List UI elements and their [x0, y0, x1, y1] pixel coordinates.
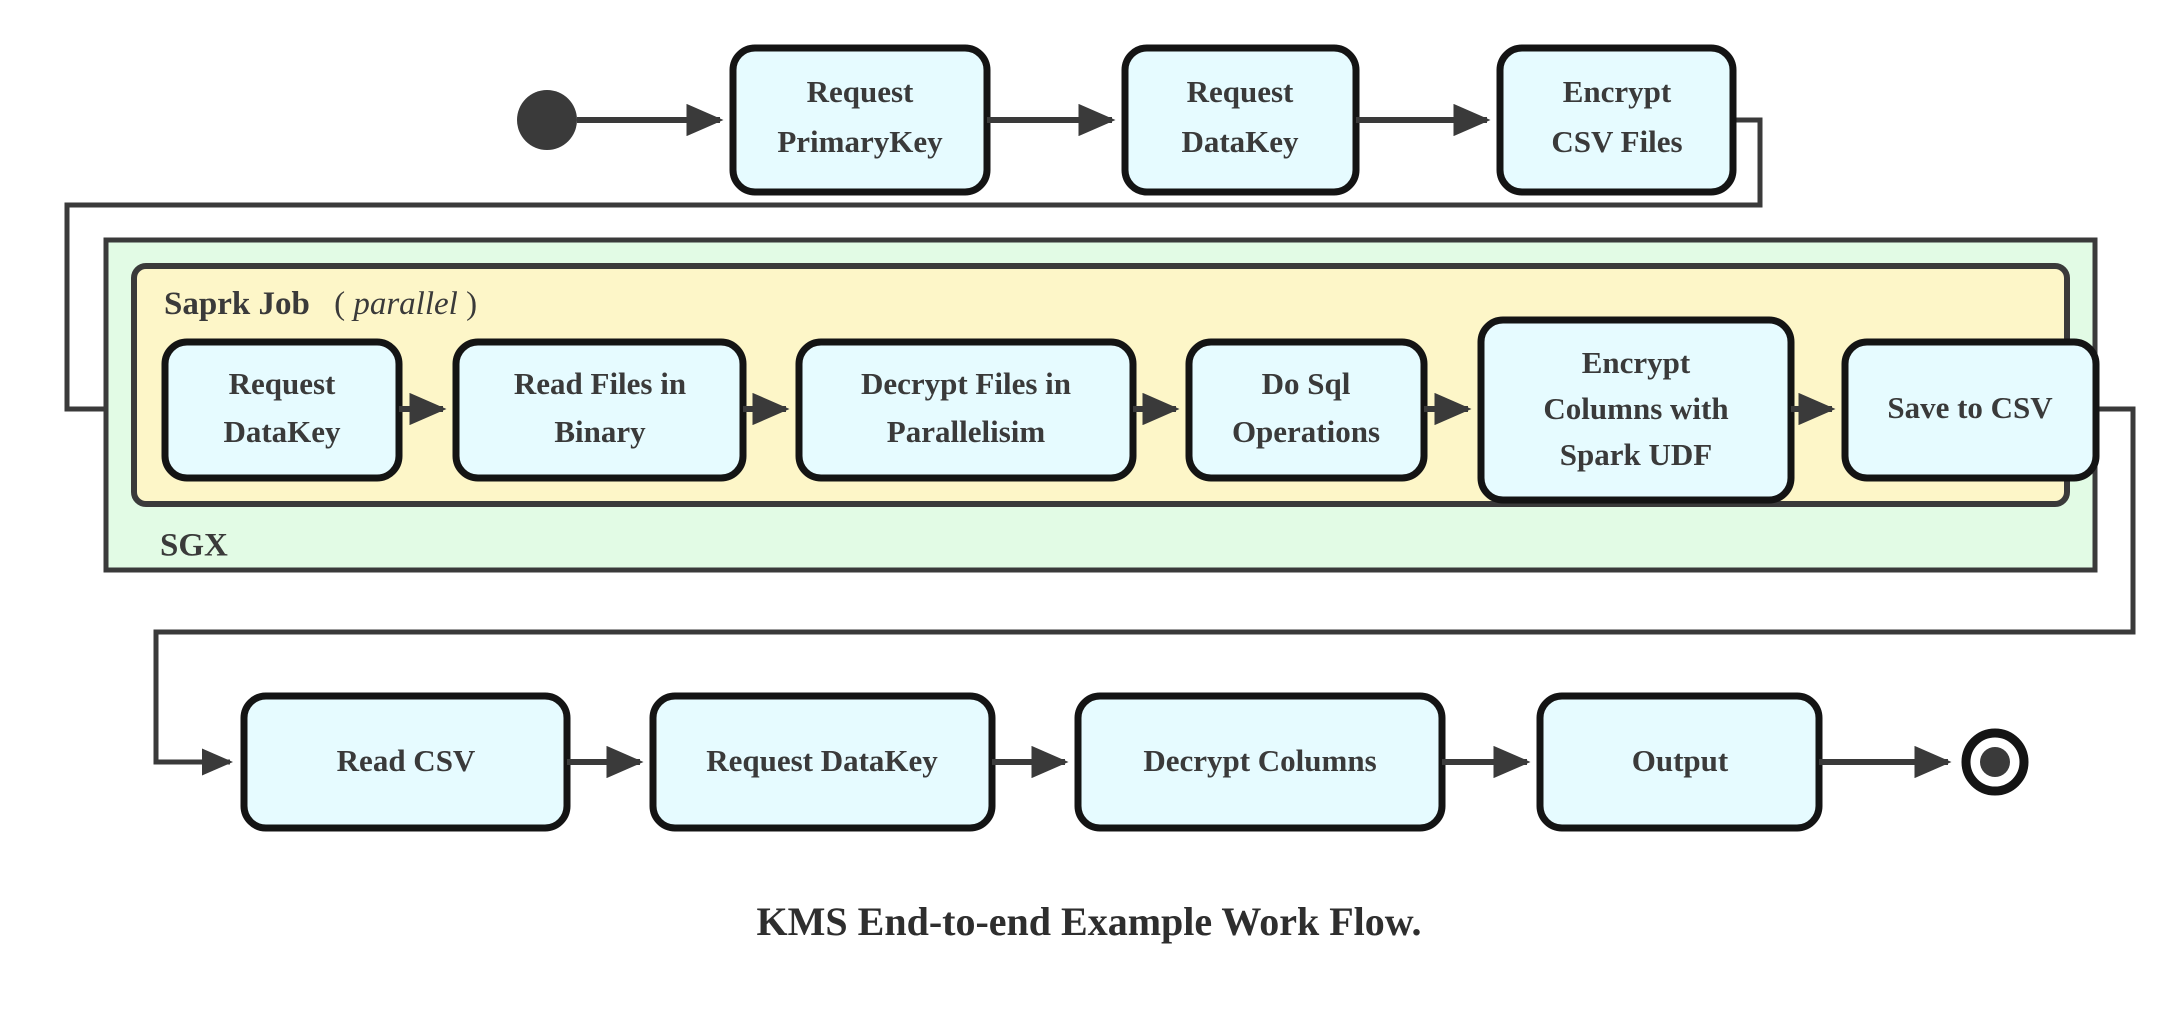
- node-decrypt-files-in-parallelisim-line-1: Parallelisim: [887, 414, 1046, 449]
- node-decrypt-files-in-parallelisim-line-0: Decrypt Files in: [861, 366, 1071, 401]
- container-spark-label-italic: parallel: [351, 286, 458, 322]
- end-node-dot: [1980, 747, 2010, 777]
- node-request-primarykey-line-0: Request: [807, 74, 914, 109]
- node-encrypt-csv-files-line-0: Encrypt: [1563, 74, 1672, 109]
- end-node-ring: [1961, 728, 2029, 796]
- container-spark-label-main: Saprk Job: [164, 286, 310, 322]
- container-spark-label-paren-close: ): [466, 286, 477, 322]
- node-decrypt-files-in-parallelisim[interactable]: [795, 338, 1137, 482]
- container-spark-label-group: Saprk Job ( parallel ): [164, 286, 477, 322]
- node-save-to-csv[interactable]: [1841, 338, 2100, 482]
- node-request-primarykey[interactable]: [729, 44, 991, 196]
- node-read-csv-line-0: Read CSV: [337, 743, 476, 778]
- edge-encrypt-csv-to-spark-datakey: [64, 117, 1763, 423]
- edge-save-csv-to-read-csv: [153, 406, 2136, 776]
- node-request-datakey-top-line-1: DataKey: [1181, 124, 1299, 159]
- node-request-datakey-top[interactable]: [1121, 44, 1360, 196]
- node-save-to-csv-line-0: Save to CSV: [1887, 390, 2053, 425]
- node-encrypt-columns-with-spark-udf-line-1: Columns with: [1543, 391, 1728, 426]
- container-sgx-label: SGX: [160, 528, 228, 564]
- node-request-datakey-spark-line-1: DataKey: [223, 414, 341, 449]
- node-output-line-0: Output: [1632, 743, 1729, 778]
- node-do-sql-operations-line-0: Do Sql: [1262, 366, 1351, 401]
- start-node: [517, 90, 577, 150]
- node-do-sql-operations-line-1: Operations: [1232, 414, 1380, 449]
- node-decrypt-columns-line-0: Decrypt Columns: [1143, 743, 1376, 778]
- node-request-datakey-top-line-0: Request: [1187, 74, 1294, 109]
- node-request-datakey-spark[interactable]: [161, 338, 403, 482]
- node-encrypt-csv-files[interactable]: [1496, 44, 1737, 196]
- node-encrypt-columns-with-spark-udf-line-0: Encrypt: [1582, 345, 1691, 380]
- node-do-sql-operations[interactable]: [1185, 338, 1428, 482]
- container-spark-label-paren-open: (: [334, 286, 345, 322]
- node-request-datakey-spark-line-0: Request: [229, 366, 336, 401]
- node-read-files-in-binary-line-1: Binary: [554, 414, 646, 449]
- node-encrypt-csv-files-line-1: CSV Files: [1551, 124, 1682, 159]
- node-request-primarykey-line-1: PrimaryKey: [777, 124, 943, 159]
- node-encrypt-columns-with-spark-udf-line-2: Spark UDF: [1560, 437, 1712, 472]
- node-read-files-in-binary[interactable]: [452, 338, 747, 482]
- node-read-files-in-binary-line-0: Read Files in: [514, 366, 686, 401]
- diagram-caption: KMS End-to-end Example Work Flow.: [757, 899, 1422, 944]
- node-request-datakey-bottom-line-0: Request DataKey: [706, 743, 938, 778]
